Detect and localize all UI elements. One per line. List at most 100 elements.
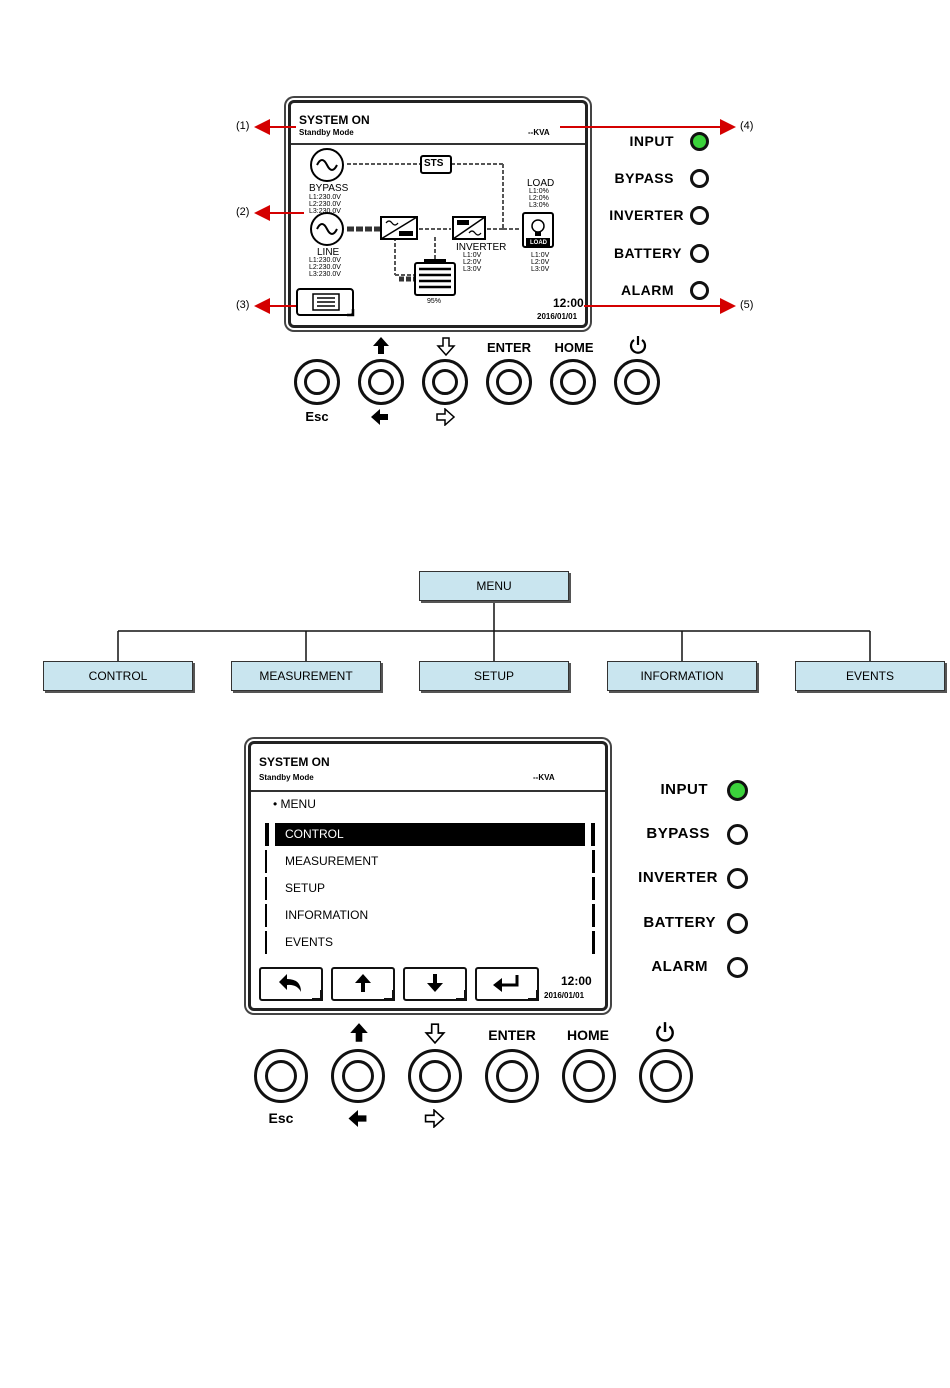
home-label: HOME	[554, 340, 594, 355]
lcd-header	[291, 103, 585, 145]
inverter-label: INVERTER	[456, 242, 507, 253]
callout-3: (3)	[236, 299, 250, 311]
esc-label: Esc	[305, 409, 329, 424]
lcd-screen-overview: SYSTEM ON Standby Mode --KVA	[288, 100, 588, 328]
kva-readout: --KVA	[528, 128, 550, 137]
arrow-down-icon	[427, 974, 443, 992]
menu-item-label: CONTROL	[285, 827, 344, 841]
softkey-enter[interactable]	[475, 967, 539, 1001]
menu-tree-control: CONTROL	[43, 661, 193, 691]
arrow-left-icon	[371, 409, 388, 425]
home-label: HOME	[567, 1027, 609, 1043]
arrow-down-icon	[436, 337, 456, 356]
led-label-input: INPUT	[629, 133, 674, 149]
power-icon	[656, 1022, 674, 1042]
load-label: LOAD	[527, 178, 555, 189]
led-label-inverter: INVERTER	[609, 207, 684, 223]
esc-button[interactable]	[254, 1049, 308, 1103]
back-icon	[279, 974, 301, 992]
led-label-input: INPUT	[660, 781, 708, 798]
inverter-voltages: L1:0V L2:0V L3:0V	[463, 252, 482, 273]
power-flow-diagram	[296, 148, 554, 317]
enter-button[interactable]	[485, 1049, 539, 1103]
menu-item-events[interactable]: EVENTS	[265, 931, 595, 954]
lcd-screen-menu: SYSTEM ON Standby Mode --KVA • MENU CONT…	[248, 741, 608, 1011]
led-bypass-indicator	[727, 824, 748, 845]
system-status: SYSTEM ON	[299, 113, 370, 127]
led-inverter-indicator	[690, 206, 709, 225]
clock-date: 2016/01/01	[537, 312, 578, 321]
menu-item-setup[interactable]: SETUP	[265, 877, 595, 900]
menu-tree-measurement: MEASUREMENT	[231, 661, 381, 691]
line-voltages: L1:230.0V L2:230.0V L3:230.0V	[309, 257, 341, 278]
esc-button[interactable]	[294, 359, 340, 405]
clock-date: 2016/01/01	[544, 991, 585, 1000]
up-left-button[interactable]	[358, 359, 404, 405]
sts-label: STS	[424, 158, 444, 169]
led-label-alarm: ALARM	[620, 282, 674, 298]
esc-label: Esc	[268, 1110, 294, 1126]
menu-item-information[interactable]: INFORMATION	[265, 904, 595, 927]
menu-item-label: INFORMATION	[285, 908, 369, 922]
power-icon	[629, 336, 647, 354]
led-label-inverter: INVERTER	[638, 869, 718, 886]
menu-softkey-icon	[296, 288, 355, 317]
up-left-button[interactable]	[331, 1049, 385, 1103]
operating-mode: Standby Mode	[259, 773, 314, 782]
led-inverter-indicator	[727, 868, 748, 889]
arrow-left-icon	[348, 1110, 367, 1127]
system-status: SYSTEM ON	[259, 755, 330, 769]
down-right-button[interactable]	[408, 1049, 462, 1103]
callout-4: (4)	[740, 120, 754, 132]
operating-mode: Standby Mode	[299, 128, 354, 137]
load-percentages: L1:0% L2:0% L3:0%	[529, 188, 549, 209]
arrow-up-icon	[373, 337, 389, 354]
led-alarm-indicator	[727, 957, 748, 978]
line-label: LINE	[317, 247, 340, 258]
load-voltages: L1:0V L2:0V L3:0V	[531, 252, 550, 273]
callout-1: (1)	[236, 120, 250, 132]
menu-title-text: MENU	[280, 797, 316, 811]
clock-time: 12:00	[553, 296, 584, 310]
menu-item-label: SETUP	[285, 881, 326, 895]
softkey-down[interactable]	[403, 967, 467, 1001]
enter-icon	[493, 975, 519, 992]
menu-title: • MENU	[273, 797, 316, 811]
power-button[interactable]	[614, 359, 660, 405]
menu-item-label: MEASUREMENT	[285, 854, 379, 868]
load-badge: LOAD	[530, 240, 547, 246]
menu-item-control[interactable]: CONTROL	[265, 823, 595, 846]
callout-arrows	[254, 119, 736, 314]
inverter-icon	[452, 216, 486, 240]
softkey-back[interactable]	[259, 967, 323, 1001]
menu-tree-connectors	[117, 601, 871, 661]
lcd-header	[251, 744, 605, 792]
led-battery-indicator	[690, 244, 709, 263]
battery-percent: 95%	[427, 298, 442, 305]
arrow-right-icon	[424, 1109, 445, 1128]
home-button[interactable]	[550, 359, 596, 405]
led-bypass-indicator	[690, 169, 709, 188]
down-right-button[interactable]	[422, 359, 468, 405]
enter-label: ENTER	[488, 1027, 536, 1043]
home-button[interactable]	[562, 1049, 616, 1103]
menu-tree-setup: SETUP	[419, 661, 569, 691]
led-label-alarm: ALARM	[651, 958, 708, 975]
led-label-battery: BATTERY	[643, 914, 716, 931]
led-label-bypass: BYPASS	[646, 825, 710, 842]
kva-readout: --KVA	[533, 773, 555, 782]
softkey-up[interactable]	[331, 967, 395, 1001]
power-button[interactable]	[639, 1049, 693, 1103]
rectifier-icon	[380, 216, 418, 240]
menu-item-measurement[interactable]: MEASUREMENT	[265, 850, 595, 873]
led-label-battery: BATTERY	[613, 245, 682, 261]
enter-label: ENTER	[486, 340, 532, 355]
led-alarm-indicator	[690, 281, 709, 300]
enter-button[interactable]	[486, 359, 532, 405]
led-input-indicator	[727, 780, 748, 801]
sts-switch-icon	[420, 155, 452, 174]
bypass-voltages: L1:230.0V L2:230.0V L3:230.0V	[309, 194, 341, 215]
bypass-label: BYPASS	[309, 183, 349, 194]
arrow-up-icon	[350, 1023, 368, 1042]
load-icon	[522, 212, 554, 248]
